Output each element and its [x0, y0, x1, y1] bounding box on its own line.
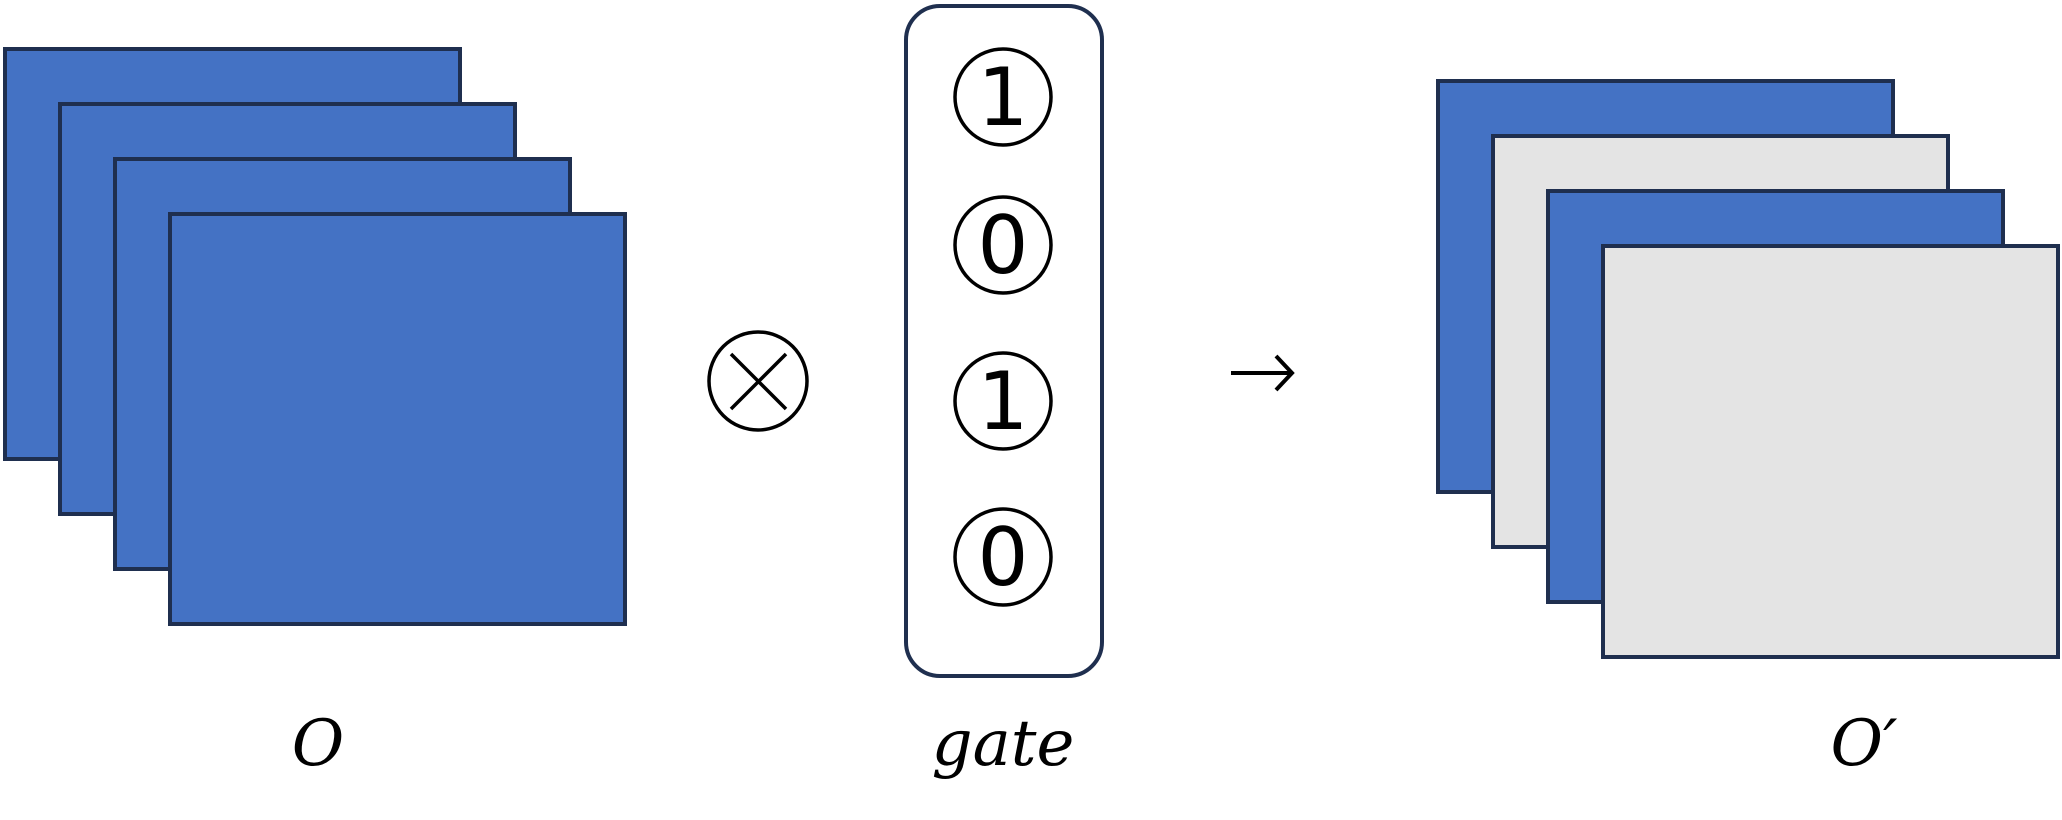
gate-circle	[953, 47, 1053, 147]
gate-vector: 1 0 1 0	[904, 4, 1104, 678]
gate-entry-4: 0	[953, 507, 1053, 607]
gate-bracket	[904, 4, 1104, 678]
input-channel-4	[168, 212, 627, 626]
input-feature-stack	[3, 47, 627, 626]
gate-value-4: 0	[978, 511, 1029, 604]
right-arrow-icon	[1231, 354, 1295, 392]
gate-label: gate	[932, 707, 1075, 781]
gate-entry-1: 1	[953, 47, 1053, 147]
output-channel-4	[1601, 244, 2060, 659]
gate-value-3: 1	[978, 355, 1029, 448]
gate-value-1: 1	[978, 51, 1029, 144]
gate-circle	[953, 351, 1053, 451]
output-feature-stack	[1436, 79, 2060, 659]
gate-circle	[953, 195, 1053, 295]
gate-circle	[953, 507, 1053, 607]
output-label: O′	[1831, 707, 1898, 781]
gate-entry-2: 0	[953, 195, 1053, 295]
circled-times-icon	[707, 330, 809, 432]
gate-entry-3: 1	[953, 351, 1053, 451]
input-label: O	[292, 707, 344, 781]
gate-value-2: 0	[978, 199, 1029, 292]
